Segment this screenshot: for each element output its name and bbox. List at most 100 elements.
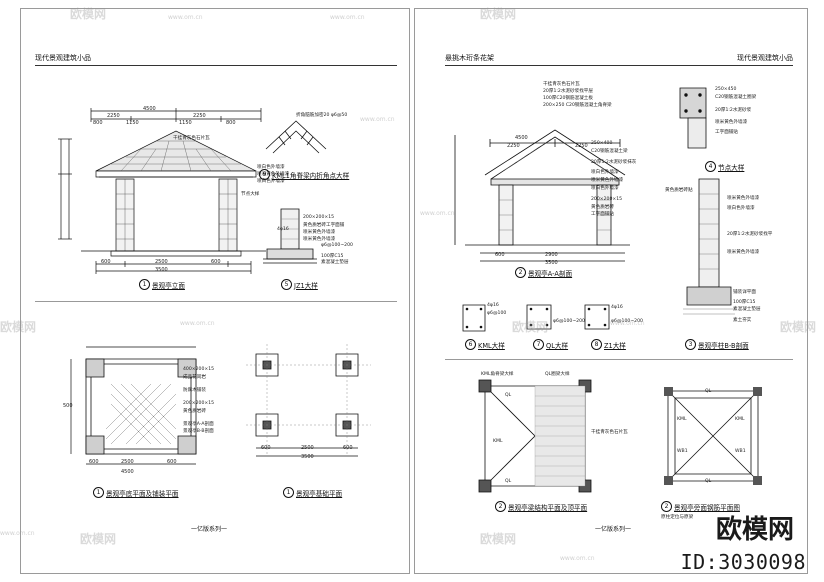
elev-sub-dim-4: 800 (226, 120, 236, 126)
watermark-site: www.om.cn (560, 555, 595, 562)
column-note-0: 黄色质岩砖贴 (665, 188, 693, 193)
rebar-label-2: KML (677, 417, 687, 422)
watermark-site: www.om.cn (180, 320, 215, 327)
found-dim-2: 2500 (301, 445, 314, 451)
node-note-0: 250×450 (715, 87, 737, 92)
column-note-1: 喷米黄色外墙漆 (727, 196, 760, 201)
plan-dim-3: 600 (167, 459, 177, 465)
jz1-note-3: 喷米黄色外墙漆 (303, 237, 336, 242)
floor-plan-drawing (51, 339, 221, 469)
jz1-detail-drawing (259, 209, 329, 269)
section-dim-half-left: 2250 (507, 143, 520, 149)
beam-label-3: QL (505, 479, 512, 484)
plan-note-6: 景观亭B-B剖面 (183, 429, 214, 434)
watermark-brand: 欧模网 (0, 320, 37, 334)
beam-label-1: QL圈梁大样 (545, 372, 570, 377)
section-dim-2900: 2900 (545, 252, 558, 258)
section-note-5: C20钢筋混凝土梁 (591, 149, 628, 154)
watermark-brand: 欧模网 (480, 7, 517, 21)
left-sheet-footer: 一亿版系列一 (191, 526, 228, 533)
beam-label-4: KML (493, 439, 503, 444)
watermark-site: www.om.cn (0, 530, 35, 537)
plan-note-5: 景观亭A-A剖面 (183, 422, 214, 427)
section-note-4: 250×400 (591, 141, 613, 146)
rebar-bottom-note: 原柱定位与原梁 (661, 515, 694, 520)
node-detail-drawing (670, 83, 730, 153)
elev-sub-dim-2: 1150 (126, 120, 139, 126)
plan-dim-1: 600 (89, 459, 99, 465)
section-note-2: 100厚C20钢筋混凝土板 (543, 96, 593, 101)
section-dim-3500: 3500 (545, 260, 558, 266)
plan-note-4: 黄色质岩砖 (183, 409, 206, 414)
elev-note-2: 喷米黄色外墙漆 (257, 172, 290, 177)
section-note-11: 黄色质岩砖 (591, 205, 614, 210)
elev-note-3: 喷白色外墙漆 (257, 179, 285, 184)
jz1-note-7: 素混凝土垫层 (321, 260, 349, 265)
section-note-8: 喷米黄色外墙漆 (591, 178, 624, 183)
rebar-plan-drawing (664, 387, 762, 485)
section-rule-right (445, 359, 793, 360)
jz1-note-4: φ6@100~200 (321, 243, 353, 248)
elev-bottom-dim-total: 3500 (155, 267, 168, 273)
plan-note-3: 200×200×15 (183, 401, 215, 406)
beam-label-5: 干挂青灰色石片瓦 (591, 430, 628, 435)
right-sheet-footer: 一亿版系列一 (595, 526, 632, 533)
section-dim-half-right: 2250 (575, 143, 588, 149)
elev-dim-half-left: 2250 (107, 113, 120, 119)
column-note-8: 素土夯实 (733, 318, 752, 323)
watermark-brand: 欧模网 (512, 320, 549, 334)
rebar-label-0: QL (705, 389, 712, 394)
section-note-10: 200×200×15 (591, 197, 623, 202)
elev-bottom-dim-1: 600 (101, 259, 111, 265)
right-drawing-sheet: 悬挑木珩条花架 现代景观建筑小品 4500 2250 2250 600 2900… (414, 8, 808, 574)
node-note-2: 20厚1:2水泥砂浆 (715, 108, 752, 113)
small-details-drawing (455, 297, 645, 337)
right-sheet-series: 现代景观建筑小品 (737, 54, 793, 62)
section-note-9: 喷白色外墙漆 (591, 186, 619, 191)
detail-9-drawing (261, 109, 331, 159)
section-rule (35, 301, 397, 302)
beam-plan-drawing (465, 371, 615, 501)
watermark-brand: 欧模网 (70, 7, 107, 21)
plan-dim-4: 500 (63, 403, 73, 409)
watermark-site: www.om.cn (168, 14, 203, 21)
brand-logo-text: 欧模网 (715, 515, 794, 545)
watermark-brand: 欧模网 (780, 320, 817, 334)
plan-dim-2: 2500 (121, 459, 134, 465)
column-note-6: 100厚C15 (733, 300, 756, 305)
found-dim-total: 3500 (301, 454, 314, 460)
plan-dim-total: 4500 (121, 469, 134, 475)
section-note-7: 喷白色外墙漆 (591, 170, 619, 175)
watermark-brand: 欧模网 (480, 532, 517, 546)
header-rule (35, 65, 397, 66)
column-bb-drawing (683, 179, 743, 329)
section-dim-total: 4500 (515, 135, 528, 141)
watermark-brand: 欧模网 (80, 532, 117, 546)
column-note-3: 20厚1:2水泥砂浆找平 (727, 232, 773, 237)
section-note-6: 20厚1:2水泥砂浆抹灰 (591, 160, 637, 165)
rebar-label-1: QL (705, 479, 712, 484)
column-note-7: 素混凝土垫层 (733, 307, 761, 312)
small-detail-note-3: 4φ16 (611, 305, 623, 310)
jz1-note-0: 200×200×15 (303, 215, 335, 220)
section-note-0: 干挂青灰色石片瓦 (543, 82, 580, 87)
found-dim-1: 600 (261, 445, 271, 451)
header-rule-right (445, 65, 793, 66)
elev-sub-dim-1: 800 (93, 120, 103, 126)
beam-label-0: KML角脊梁大样 (481, 372, 514, 377)
model-id-label: ID:3030098 (680, 550, 806, 574)
elev-note-detail: 节点大样 (241, 192, 260, 197)
left-drawing-sheet: 现代景观建筑小品 (20, 8, 410, 574)
beam-label-2: QL (505, 393, 512, 398)
